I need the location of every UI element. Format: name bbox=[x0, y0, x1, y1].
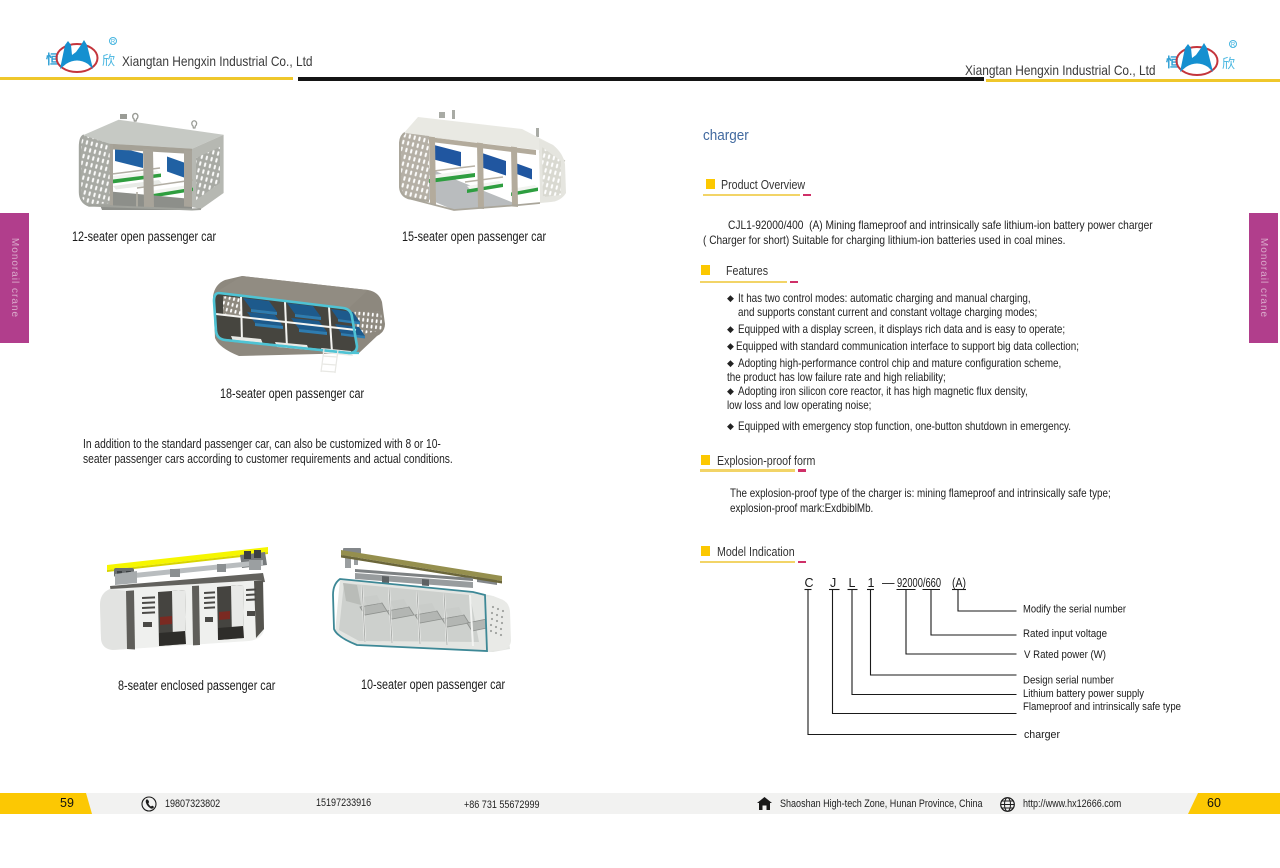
svg-text:欣: 欣 bbox=[1222, 56, 1235, 71]
svg-text:Design serial number: Design serial number bbox=[1023, 675, 1114, 687]
svg-text:Lithium battery power supply: Lithium battery power supply bbox=[1023, 688, 1144, 700]
svg-text:V Rated power (W): V Rated power (W) bbox=[1024, 649, 1106, 661]
svg-text:(A): (A) bbox=[952, 576, 966, 590]
svg-text:C: C bbox=[805, 576, 814, 590]
svg-text:—: — bbox=[882, 576, 895, 590]
svg-text:J: J bbox=[830, 576, 836, 590]
svg-text:L: L bbox=[849, 576, 856, 590]
svg-text:Flameproof and intrinsically s: Flameproof and intrinsically safe type bbox=[1023, 701, 1181, 713]
svg-text:R: R bbox=[1231, 43, 1236, 49]
svg-text:R: R bbox=[111, 40, 116, 46]
svg-text:欣: 欣 bbox=[102, 53, 115, 68]
svg-text:1: 1 bbox=[868, 576, 875, 590]
svg-text:Rated input voltage: Rated input voltage bbox=[1023, 628, 1107, 640]
svg-text:92000/660: 92000/660 bbox=[897, 576, 941, 590]
svg-text:charger: charger bbox=[1024, 729, 1060, 741]
svg-text:Modify the serial number: Modify the serial number bbox=[1023, 604, 1126, 616]
